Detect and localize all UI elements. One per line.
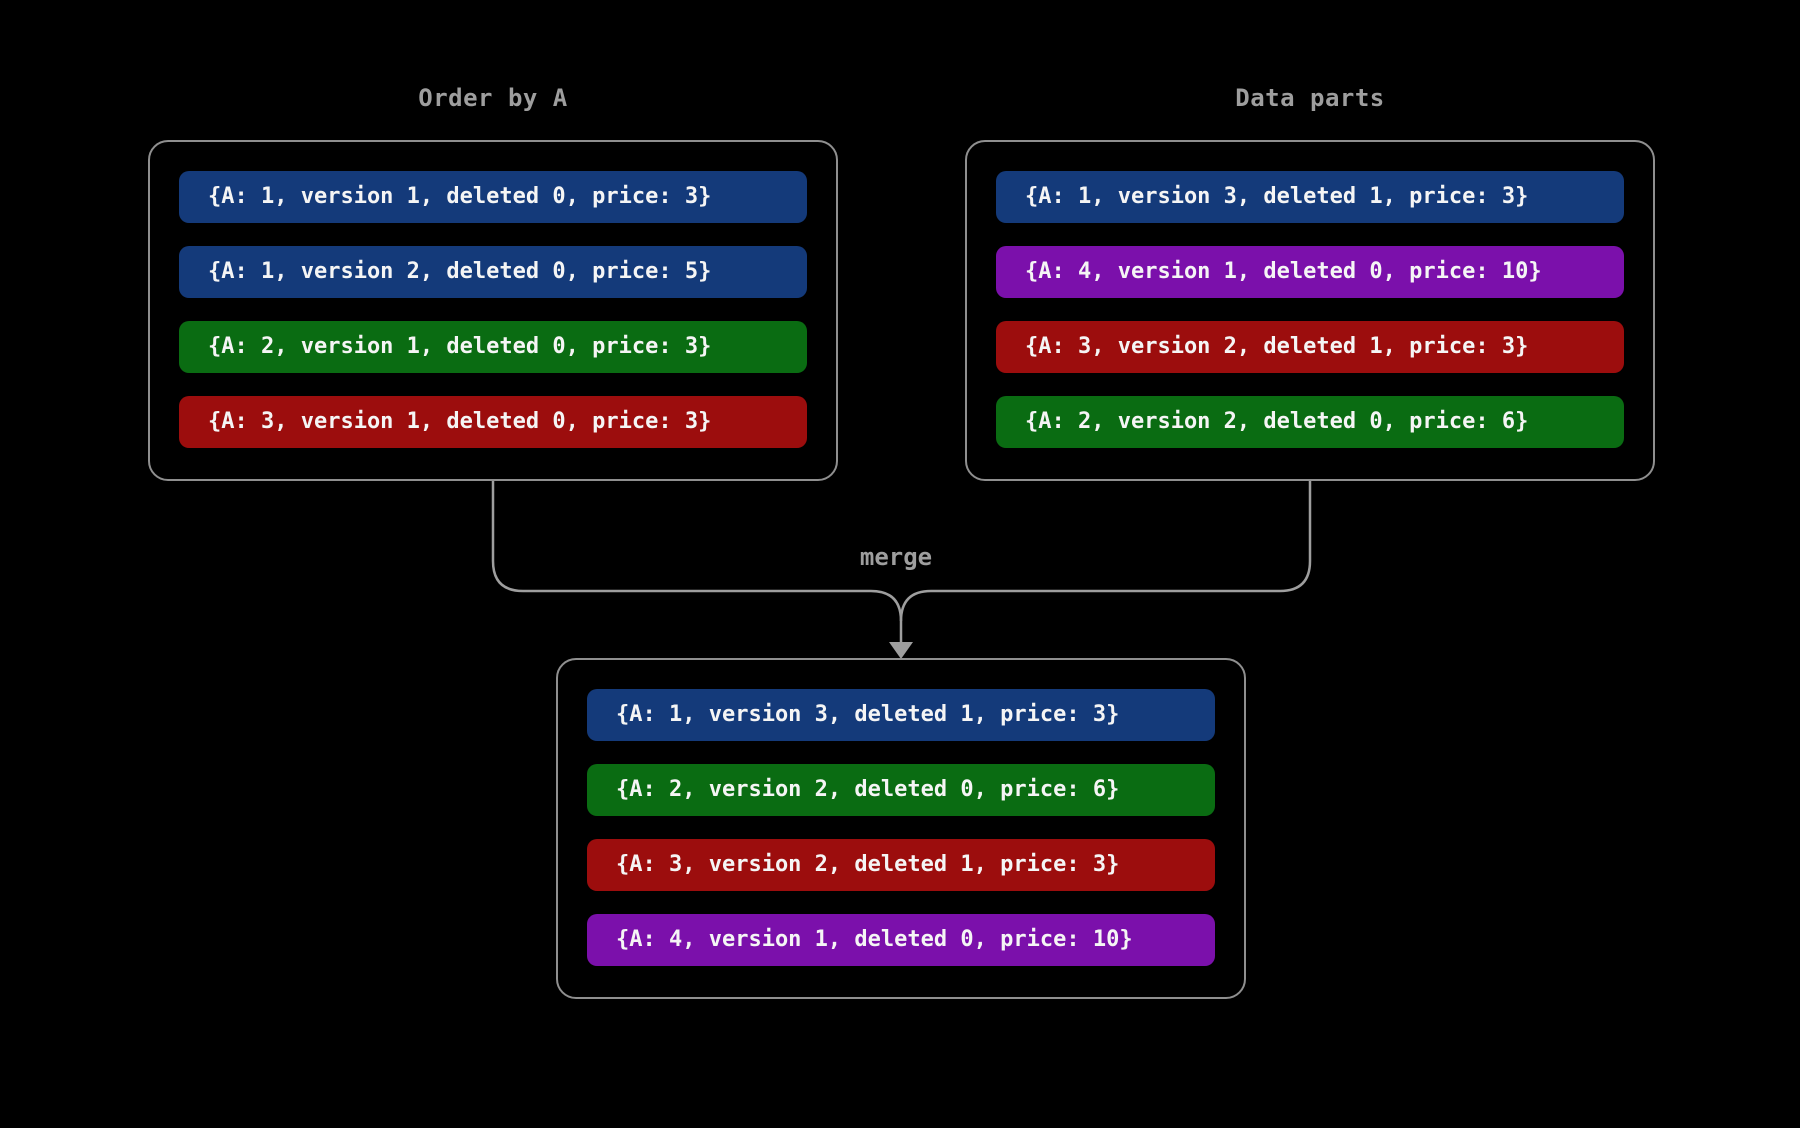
connector-line-right	[899, 481, 1312, 622]
data-row: {A: 1, version 1, deleted 0, price: 3}	[179, 171, 807, 223]
merged-result-box: {A: 1, version 3, deleted 1, price: 3} {…	[556, 658, 1246, 999]
data-row: {A: 1, version 3, deleted 1, price: 3}	[587, 689, 1215, 741]
order-by-a-box: {A: 1, version 1, deleted 0, price: 3} {…	[148, 140, 838, 481]
left-box-title: Order by A	[418, 84, 568, 112]
data-row: {A: 3, version 2, deleted 1, price: 3}	[996, 321, 1624, 373]
data-row: {A: 1, version 2, deleted 0, price: 5}	[179, 246, 807, 298]
data-row: {A: 2, version 2, deleted 0, price: 6}	[996, 396, 1624, 448]
data-row: {A: 4, version 1, deleted 0, price: 10}	[587, 914, 1215, 966]
data-row: {A: 3, version 1, deleted 0, price: 3}	[179, 396, 807, 448]
data-row: {A: 1, version 3, deleted 1, price: 3}	[996, 171, 1624, 223]
data-parts-box: {A: 1, version 3, deleted 1, price: 3} {…	[965, 140, 1655, 481]
arrow-down-icon	[889, 642, 913, 659]
data-row: {A: 2, version 1, deleted 0, price: 3}	[179, 321, 807, 373]
data-row: {A: 4, version 1, deleted 0, price: 10}	[996, 246, 1624, 298]
data-row: {A: 2, version 2, deleted 0, price: 6}	[587, 764, 1215, 816]
merge-label: merge	[859, 543, 933, 571]
right-box-title: Data parts	[1235, 84, 1385, 112]
data-row: {A: 3, version 2, deleted 1, price: 3}	[587, 839, 1215, 891]
